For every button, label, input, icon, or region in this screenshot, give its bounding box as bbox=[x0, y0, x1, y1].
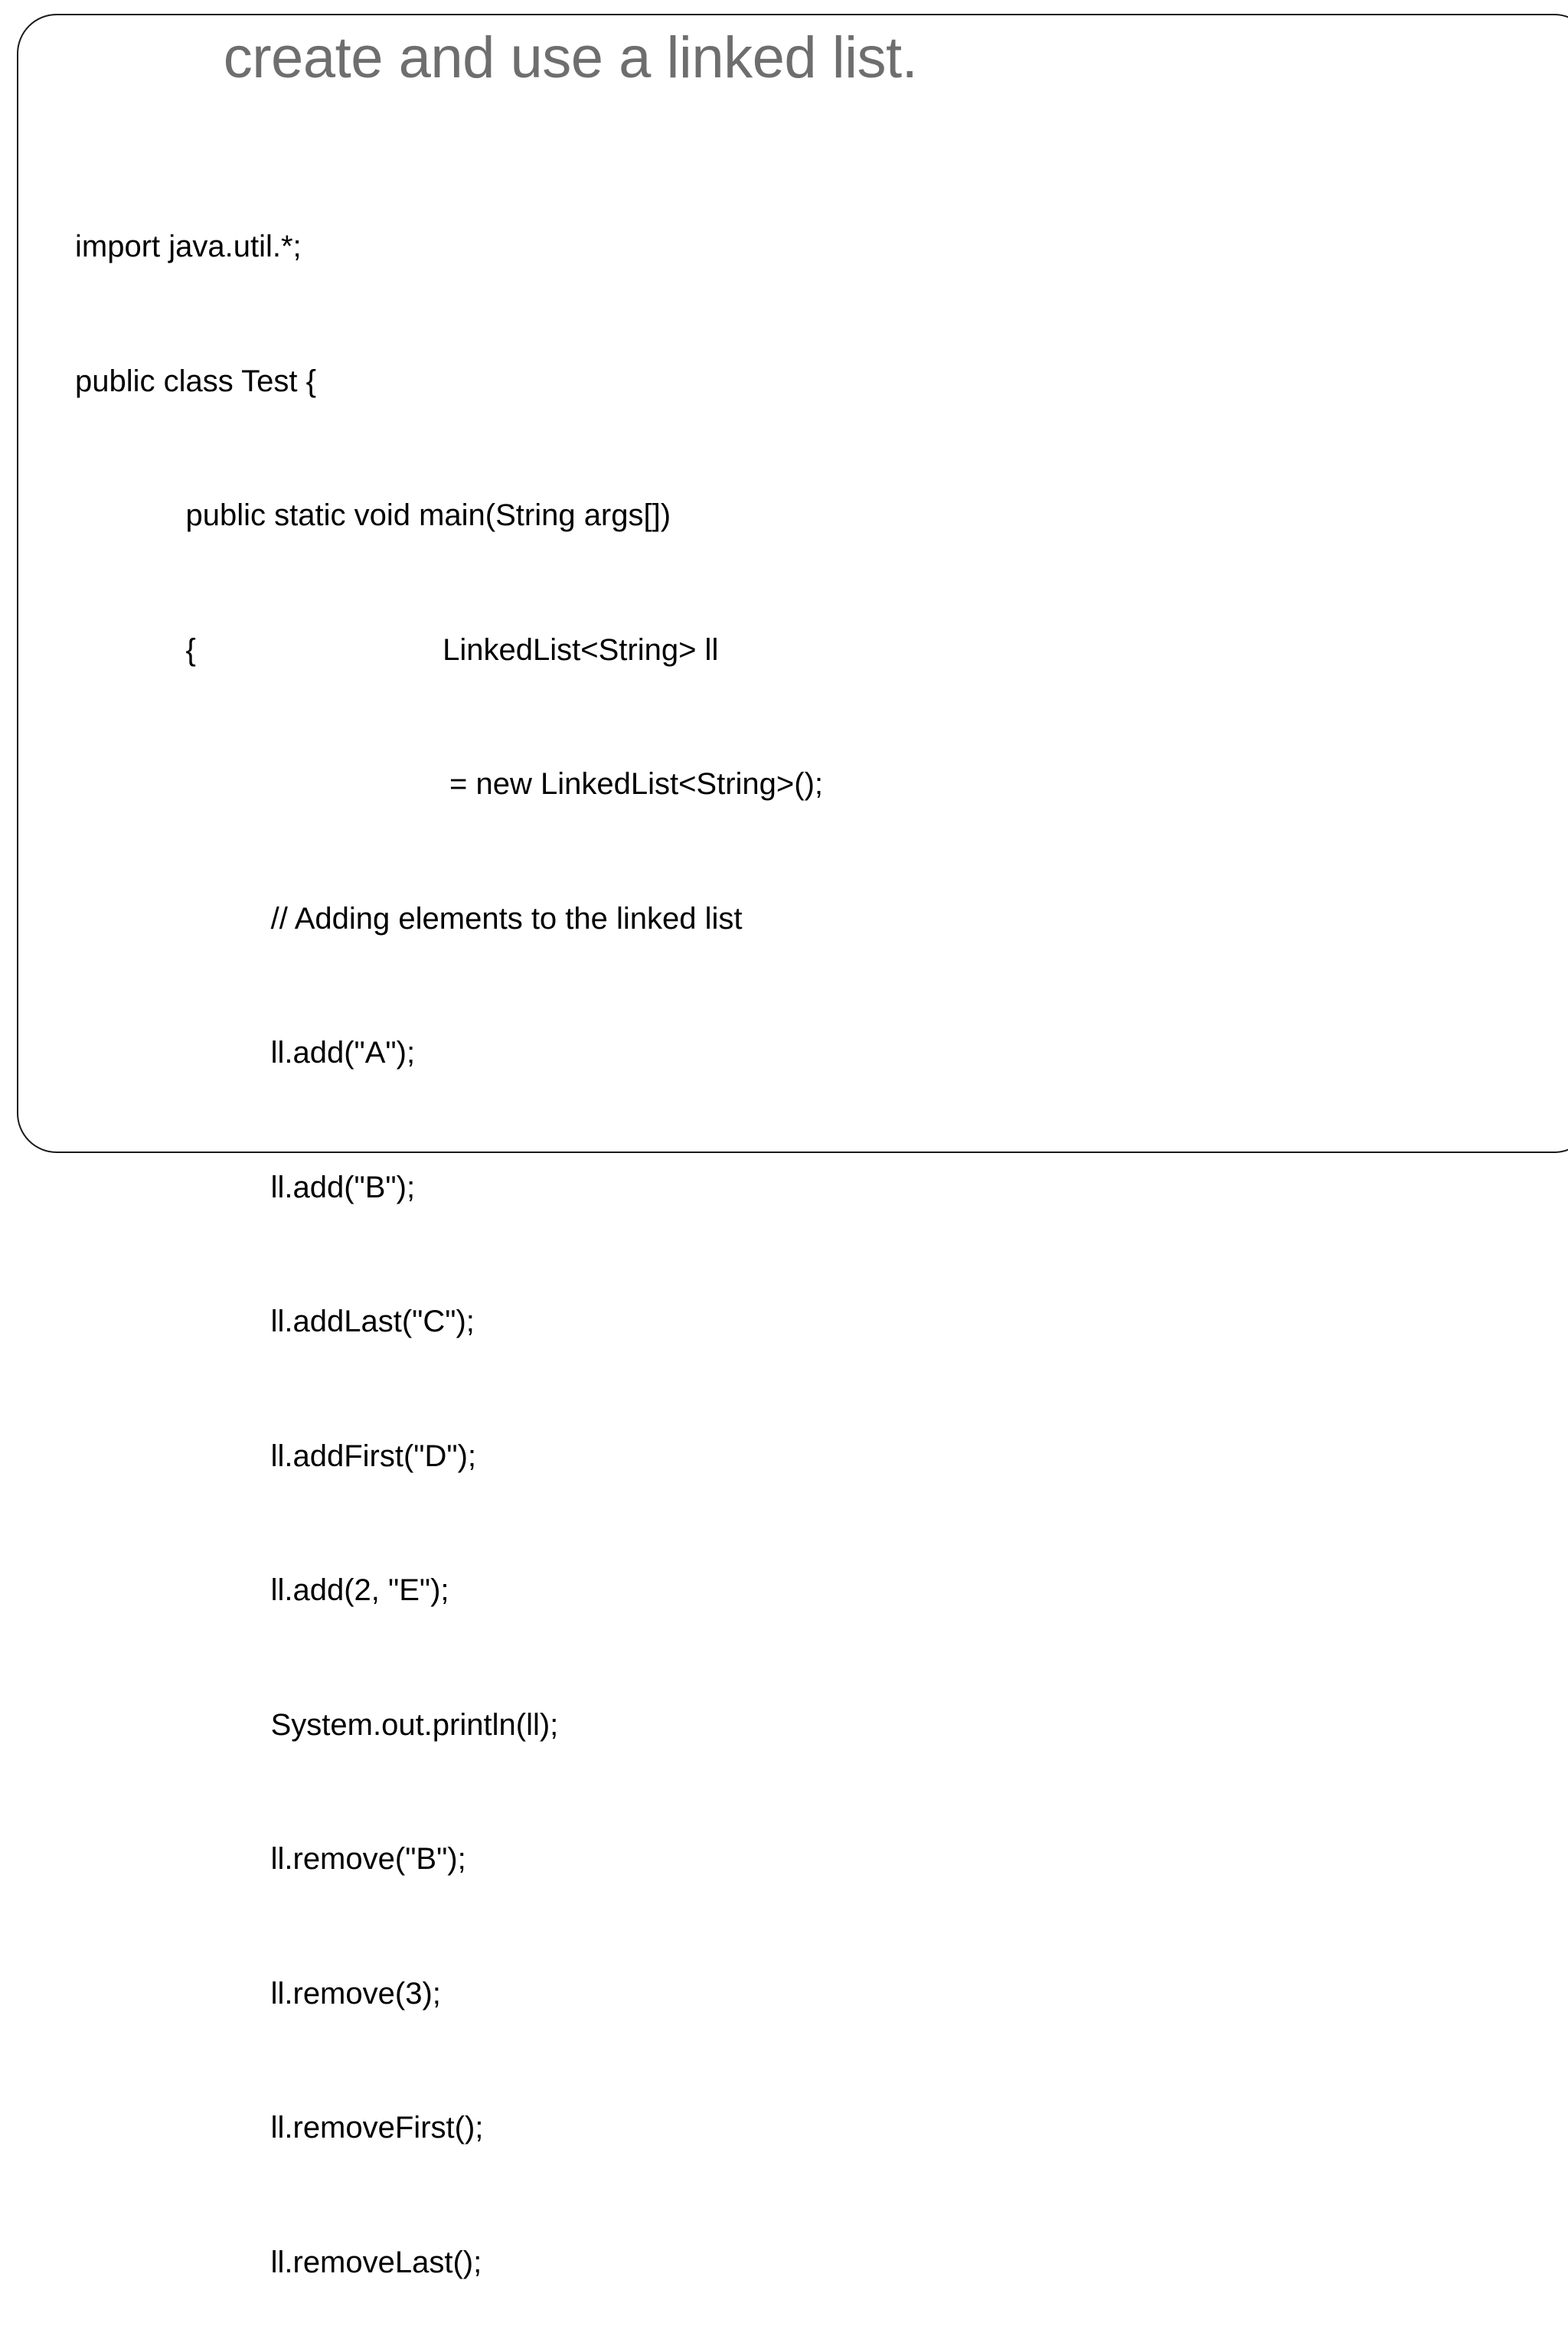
page-title: create and use a linked list. bbox=[223, 25, 918, 90]
code-line: public static void main(String args[]) bbox=[75, 498, 671, 532]
code-line: = new LinkedList<String>(); bbox=[75, 767, 824, 801]
code-line: public class Test { bbox=[75, 364, 316, 398]
code-line: ll.remove("B"); bbox=[75, 1842, 466, 1876]
code-line: ll.add("B"); bbox=[75, 1170, 416, 1204]
code-line: ll.add("A"); bbox=[75, 1036, 416, 1070]
code-line: // Adding elements to the linked list bbox=[75, 901, 743, 936]
code-line: ll.addLast("C"); bbox=[75, 1305, 475, 1338]
presentation-slide: create and use a linked list. import jav… bbox=[17, 14, 1568, 2279]
code-line: ll.addFirst("D"); bbox=[75, 1439, 477, 1473]
code-line: { LinkedList<String> ll bbox=[75, 632, 719, 667]
code-line: import java.util.*; bbox=[75, 230, 302, 263]
code-line: ll.removeLast(); bbox=[75, 2245, 482, 2279]
code-line: ll.removeFirst(); bbox=[75, 2111, 484, 2145]
java-code-block: import java.util.*; public class Test { … bbox=[75, 135, 1530, 2352]
code-line: System.out.println(ll); bbox=[75, 1707, 559, 1742]
code-line: ll.remove(3); bbox=[75, 1976, 441, 2011]
code-line: ll.add(2, "E"); bbox=[75, 1573, 449, 1607]
